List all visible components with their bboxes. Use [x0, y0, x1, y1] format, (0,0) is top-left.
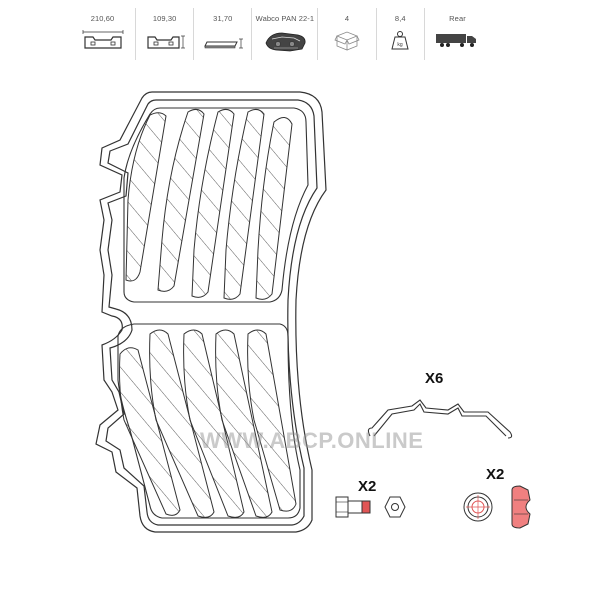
pad-width-icon	[82, 30, 123, 49]
bolt	[335, 496, 371, 518]
retaining-spring	[367, 399, 513, 439]
caliper-icon	[265, 32, 306, 52]
package-box-icon	[334, 31, 360, 51]
bushing-quantity: X2	[486, 466, 505, 483]
spec-package-quantity-value: 4	[344, 14, 350, 23]
friction-block-lower	[117, 323, 301, 519]
spring-quantity: X6	[425, 370, 444, 387]
svg-text:kg: kg	[398, 42, 404, 48]
pad-height-icon	[147, 35, 185, 49]
spec-caliper-value: Wabco PAN 22-1	[255, 14, 315, 23]
spec-weight: 8,4 kg	[375, 8, 424, 60]
backing-plate	[95, 91, 327, 533]
watermark: WWW.ABCP.ONLINE	[200, 428, 424, 453]
spec-thickness: 31,70	[193, 8, 251, 60]
spec-package-quantity: 4	[317, 8, 375, 60]
spec-thickness-value: 31,70	[213, 14, 233, 23]
truck-icon	[436, 34, 477, 47]
spec-caliper: Wabco PAN 22-1	[251, 8, 317, 60]
slots-lower	[119, 329, 297, 518]
bushing-side-view	[511, 485, 531, 529]
spec-height-value: 109,30	[152, 14, 177, 23]
spec-width: 210,60	[70, 8, 135, 60]
bushing-top-view	[463, 492, 493, 522]
friction-block-upper	[123, 107, 309, 303]
spec-width-value: 210,60	[90, 14, 115, 23]
pad-thickness-icon	[204, 38, 243, 49]
weight-icon: kg	[391, 31, 409, 50]
spec-row: 210,60 109,30 31,70 W	[70, 8, 490, 60]
spec-axle-position: Rear	[423, 8, 490, 60]
slots-upper	[125, 108, 293, 300]
spec-height: 109,30	[135, 8, 193, 60]
bolt-quantity: X2	[358, 478, 377, 495]
hex-nut	[384, 496, 406, 518]
spec-weight-value: 8,4	[394, 14, 406, 23]
spec-axle-position-value: Rear	[449, 14, 466, 23]
